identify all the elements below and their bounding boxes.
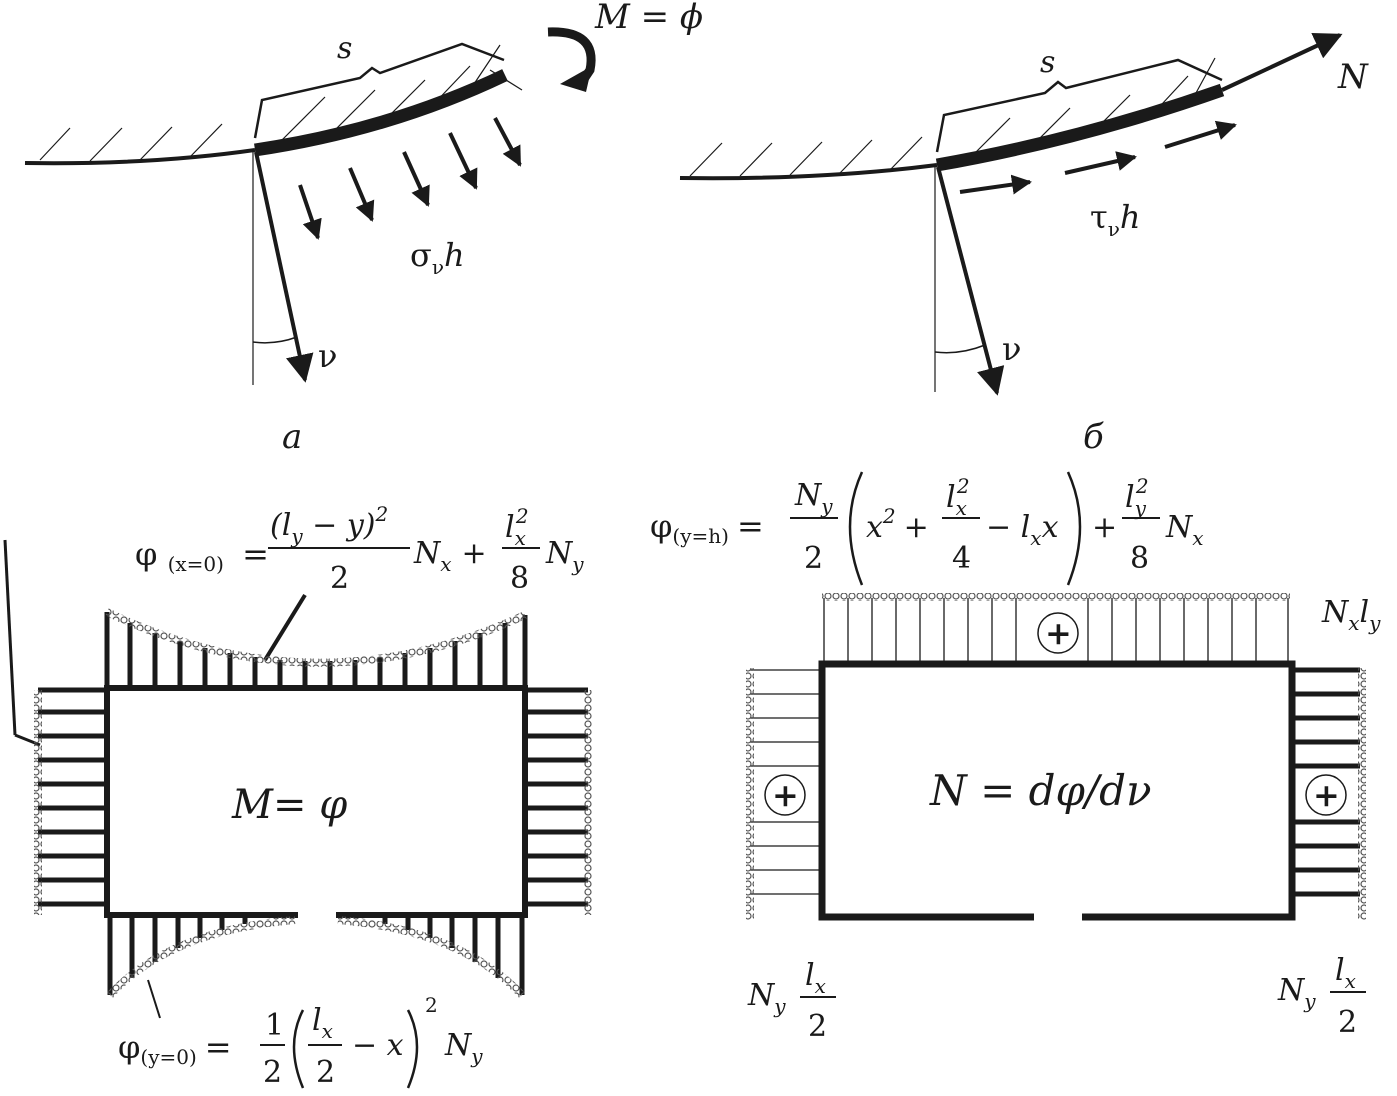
- formula-bottom-c-inner-num: lx: [312, 1003, 333, 1043]
- plus-circle-left-d: [764, 774, 806, 816]
- normal-label-b: ν: [1002, 330, 1021, 368]
- formula-top-c-mid: Nx+: [413, 536, 487, 576]
- force-label-b: N: [1337, 57, 1369, 97]
- boundary-curve-a: [24, 148, 256, 166]
- envelope-bottom-left-c: [107, 916, 296, 998]
- panel-c: φ (x=0) = (ly − y)2 2 Nx+ lx2 8 Ny: [3, 502, 592, 1090]
- plus-circle-right-d: [1305, 774, 1347, 816]
- contour-thick-b: [935, 83, 1225, 172]
- panel-b: s ν N τνh б: [679, 32, 1369, 457]
- bl-frac-den-d: 2: [808, 1009, 827, 1044]
- envelope-top-c: [105, 608, 527, 667]
- paren-open-d: [848, 471, 864, 586]
- formula-top-d-paren-a: x2+: [866, 504, 929, 545]
- normal-label-a: ν: [318, 337, 337, 375]
- leader-bottom-c: [147, 979, 161, 1019]
- force-arrow-b: [1221, 32, 1343, 92]
- arc-bracket-a: [253, 42, 505, 139]
- formula-bottom-c-frac1-den: 2: [263, 1055, 282, 1090]
- boundary-curve-b: [679, 163, 938, 181]
- arc-bracket-b: [935, 58, 1223, 153]
- formula-bottom-c-end: Ny: [444, 1028, 483, 1068]
- moment-arrow-head-a: [560, 66, 592, 92]
- formula-bottom-c-frac1-num: 1: [265, 1008, 284, 1043]
- angle-arc-b: [934, 344, 986, 354]
- paren-close-c: [406, 1009, 419, 1089]
- formula-top-d-paren-minus: − lxx: [986, 510, 1059, 550]
- bl-frac-num-d: lx: [805, 958, 826, 998]
- leader-top-c: [263, 593, 307, 662]
- stress-arrows-a: [298, 117, 522, 240]
- arc-label-a: s: [337, 31, 352, 66]
- formula-top-c-den: 2: [330, 561, 349, 596]
- contour-thick-a: [254, 69, 508, 157]
- formula-bottom-c: φ(y=0)=: [118, 1028, 232, 1069]
- formula-bottom-c-pow: 2: [425, 993, 438, 1017]
- formula-top-d-frac-den: 2: [804, 541, 823, 576]
- panel-label-b: б: [1083, 417, 1104, 457]
- hatch-a: [39, 44, 523, 162]
- paren-open-c: [292, 1009, 305, 1089]
- formula-top-c-frac2-num: lx2: [505, 504, 529, 550]
- formula-top-c-num: (ly − y)2: [270, 502, 388, 548]
- panel-d: φ(y=h)= Ny 2 x2+ lx2 4 − lxx + ly2 8 Nx: [650, 471, 1381, 1044]
- ordinates-left-d: [750, 669, 822, 895]
- paren-close-d: [1066, 471, 1082, 586]
- stress-label-a: σνh: [410, 236, 465, 279]
- formula-top-d-end: Nx: [1165, 510, 1204, 550]
- ordinates-top-c: [104, 612, 528, 688]
- formula-top-c-frac2-den: 8: [510, 561, 529, 596]
- br-frac-den-d: 2: [1338, 1005, 1357, 1040]
- plus-sign-right-d: +: [1313, 776, 1340, 814]
- plate-gap-c: [298, 908, 336, 922]
- panel-a: s ν σνh M = ϕ а: [24, 0, 703, 457]
- formula-top-c: φ (x=0) =: [135, 535, 269, 579]
- shear-label-b: τνh: [1090, 198, 1140, 241]
- normal-arrow-b: [936, 166, 1005, 396]
- bl-label-d: Ny: [747, 978, 786, 1018]
- formula-top-d-frac-num: Ny: [794, 478, 833, 518]
- moment-label-a: M = ϕ: [594, 0, 703, 37]
- ordinates-top-d: [823, 598, 1289, 664]
- formula-bottom-c-inner-den: 2: [316, 1055, 335, 1090]
- center-label-c: M= φ: [231, 782, 347, 828]
- formula-top-d: φ(y=h)=: [650, 507, 764, 548]
- shear-arrows-b: [959, 120, 1237, 195]
- formula-top-d-paren-frac-num: lx2: [946, 474, 970, 520]
- ordinates-right-d: [1292, 667, 1360, 897]
- center-label-d: N = dφ/dν: [929, 766, 1152, 815]
- formula-top-d-frac2-den: 8: [1130, 541, 1149, 576]
- normal-arrow-a: [254, 151, 314, 383]
- plus-circle-top-d: [1037, 612, 1079, 654]
- ordinates-bottom-c: [107, 915, 525, 995]
- formula-top-c-end: Ny: [545, 536, 584, 576]
- br-label-d: Ny: [1277, 973, 1316, 1013]
- formula-bottom-c-inner-rest: − x: [352, 1028, 404, 1063]
- formula-top-d-frac2-num: ly2: [1125, 474, 1149, 520]
- formula-top-d-paren-frac-den: 4: [952, 541, 971, 576]
- plus-sign-left-d: +: [772, 776, 799, 814]
- formula-top-d-plus: +: [1092, 510, 1117, 545]
- plate-gap-d: [1034, 910, 1082, 924]
- ordinates-right-c: [525, 687, 588, 907]
- panel-label-a: а: [282, 417, 302, 457]
- arc-label-b: s: [1040, 45, 1055, 80]
- leader-left-c: [3, 539, 17, 736]
- envelope-bottom-right-c: [337, 916, 525, 998]
- right-top-label-d: Nxly: [1321, 595, 1381, 635]
- hatch-b: [689, 57, 1216, 177]
- angle-arc-a: [252, 336, 298, 344]
- br-frac-num-d: lx: [1335, 953, 1356, 993]
- ordinates-left-c: [38, 687, 107, 907]
- plus-sign-top-d: +: [1045, 614, 1072, 652]
